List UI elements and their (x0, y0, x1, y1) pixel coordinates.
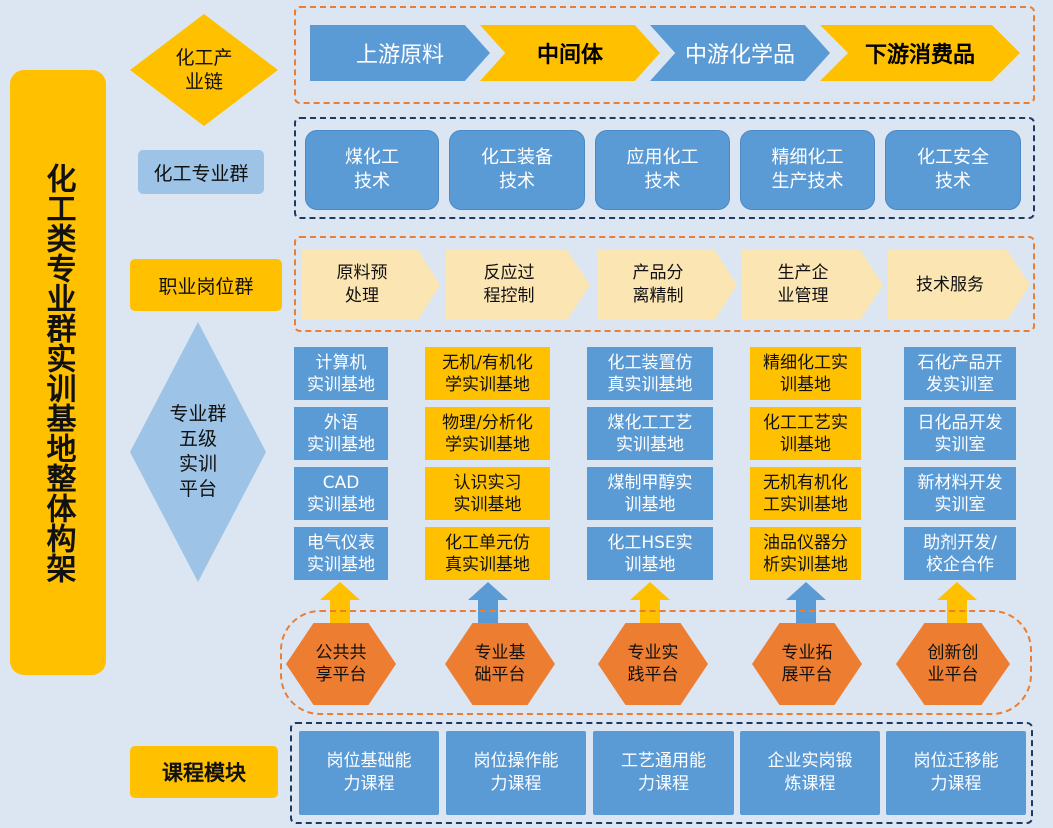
chain-item: 下游消费品 (820, 25, 1020, 81)
up-arrow-icon (320, 582, 360, 630)
base-cell: 新材料开发 实训室 (904, 467, 1016, 520)
up-arrow-icon (630, 582, 670, 630)
platform-label-diamond (130, 322, 266, 582)
platform-item: 公共共 享平台 (286, 623, 396, 705)
course-item: 岗位迁移能 力课程 (886, 731, 1026, 815)
base-cell: CAD 实训基地 (294, 467, 388, 520)
group-label: 化工专业群 (138, 150, 264, 194)
base-cell: 煤化工工艺 实训基地 (587, 407, 713, 460)
chain-label-diamond (130, 14, 278, 126)
base-cell: 精细化工实 训基地 (750, 347, 861, 400)
chain-item: 中游化学品 (650, 25, 830, 81)
base-cell: 石化产品开 发实训室 (904, 347, 1016, 400)
job-item: 生产企 业管理 (741, 250, 883, 320)
base-cell: 油品仪器分 析实训基地 (750, 527, 861, 580)
job-item: 反应过 程控制 (446, 250, 590, 320)
base-cell: 化工HSE实 训基地 (587, 527, 713, 580)
major-item: 精细化工 生产技术 (740, 130, 875, 210)
chain-label: 化工产 业链 (175, 47, 233, 93)
base-cell: 助剂开发/ 校企合作 (904, 527, 1016, 580)
courses-frame (290, 722, 1033, 824)
major-item: 化工装备 技术 (449, 130, 585, 210)
base-cell: 无机有机化 工实训基地 (750, 467, 861, 520)
up-arrow-icon (937, 582, 977, 630)
base-cell: 化工工艺实 训基地 (750, 407, 861, 460)
major-item: 化工安全 技术 (885, 130, 1021, 210)
base-cell: 认识实习 实训基地 (425, 467, 550, 520)
course-item: 工艺通用能 力课程 (593, 731, 734, 815)
courses-label: 课程模块 (130, 746, 278, 798)
platform-item: 创新创 业平台 (896, 623, 1010, 705)
jobs-frame (294, 236, 1035, 332)
base-cell: 外语 实训基地 (294, 407, 388, 460)
major-item: 应用化工 技术 (595, 130, 730, 210)
job-item: 产品分 离精制 (597, 250, 737, 320)
base-cell: 煤制甲醇实 训基地 (587, 467, 713, 520)
job-item: 原料预 处理 (302, 250, 440, 320)
course-item: 岗位操作能 力课程 (446, 731, 586, 815)
chain-frame (294, 6, 1035, 104)
base-cell: 物理/分析化 学实训基地 (425, 407, 550, 460)
base-cell: 化工单元仿 真实训基地 (425, 527, 550, 580)
base-cell: 化工装置仿 真实训基地 (587, 347, 713, 400)
base-cell: 无机/有机化 学实训基地 (425, 347, 550, 400)
jobs-label: 职业岗位群 (130, 259, 282, 311)
platforms-frame (280, 610, 1032, 715)
platform-label: 专业群 五级 实训 平台 (169, 403, 227, 500)
chain-item: 上游原料 (310, 25, 490, 81)
job-item: 技术服务 (888, 250, 1030, 320)
course-item: 企业实岗锻 炼课程 (740, 731, 880, 815)
base-cell: 电气仪表 实训基地 (294, 527, 388, 580)
up-arrow-icon (786, 582, 826, 630)
course-item: 岗位基础能 力课程 (299, 731, 439, 815)
majors-frame (294, 117, 1035, 219)
base-cell: 计算机 实训基地 (294, 347, 388, 400)
major-item: 煤化工 技术 (305, 130, 439, 210)
base-cell: 日化品开发 实训室 (904, 407, 1016, 460)
up-arrow-icon (468, 582, 508, 630)
chain-item: 中间体 (480, 25, 660, 81)
main-title: 化工类专业群实训基地整体构架 (10, 70, 106, 675)
